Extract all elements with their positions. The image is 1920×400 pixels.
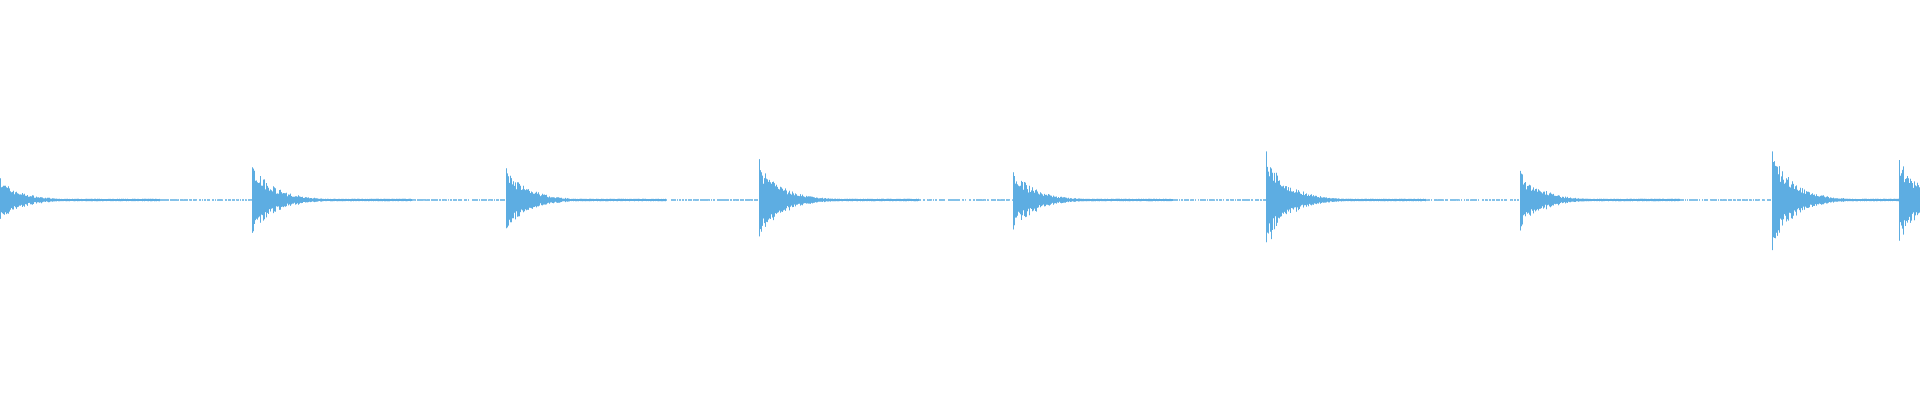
waveform-segment <box>0 178 252 219</box>
waveform-segment <box>1520 170 1771 231</box>
waveform-segment <box>1772 151 1899 251</box>
transient-2 <box>506 168 758 229</box>
transient-6 <box>1520 170 1771 231</box>
transient-8 <box>1899 160 1920 241</box>
waveform-segment <box>1266 151 1519 243</box>
waveform-segment <box>759 159 1013 237</box>
transient-1 <box>252 167 505 233</box>
waveform-segment <box>1899 160 1920 241</box>
transient-4 <box>1013 172 1266 230</box>
transient-0 <box>0 178 252 219</box>
transient-3 <box>759 159 1013 237</box>
transient-5 <box>1266 151 1519 243</box>
waveform-segment <box>1013 172 1266 230</box>
transient-7 <box>1772 151 1899 251</box>
waveform-segment <box>252 167 505 233</box>
waveform-segment <box>506 168 758 229</box>
